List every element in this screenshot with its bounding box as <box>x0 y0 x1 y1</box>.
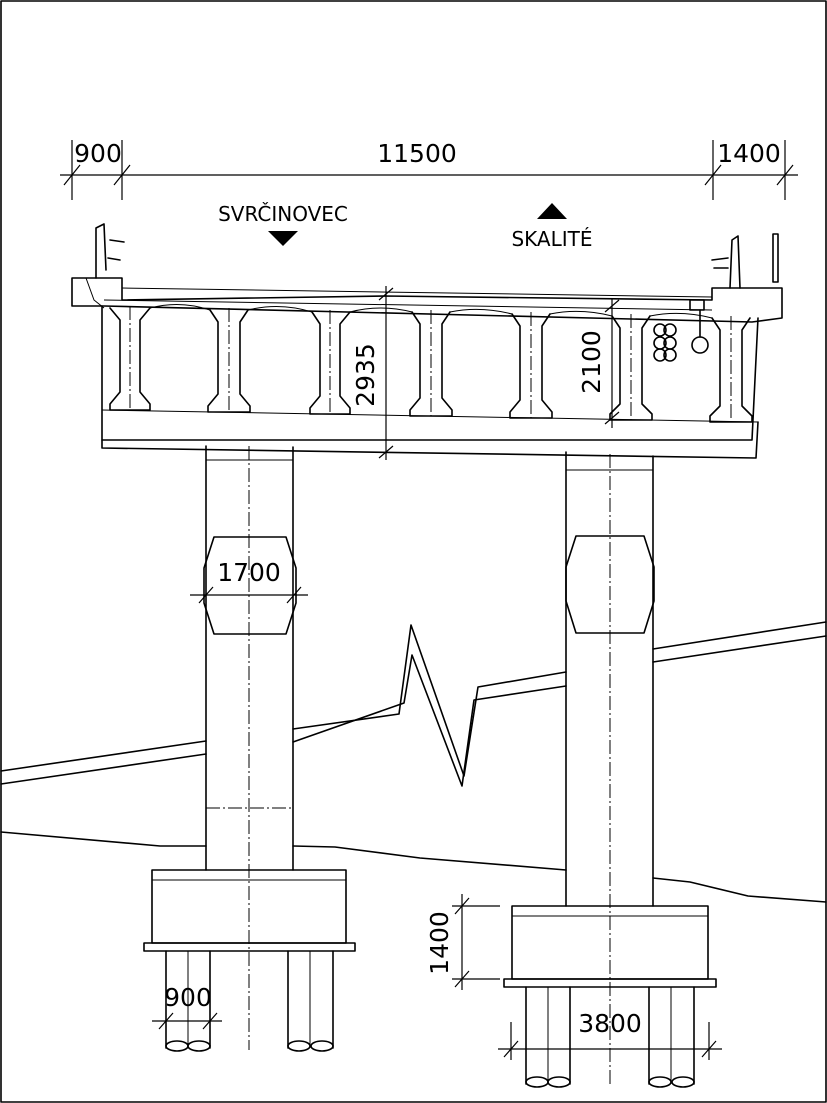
girders <box>101 304 759 441</box>
direction-right-label: SKALITÉ <box>511 227 592 251</box>
dim-pier-depth-a: 2935 <box>351 343 380 407</box>
dim-line-2100 <box>604 298 620 428</box>
pier-crossbeam <box>101 421 759 459</box>
dim-deck-width: 11500 <box>377 139 457 168</box>
right-pier <box>503 451 717 1088</box>
top-dimension-chain <box>60 140 798 200</box>
direction-left-down-triangle <box>268 231 298 246</box>
dim-pile-spacing: 900 <box>164 983 212 1012</box>
direction-right-up-triangle <box>537 203 567 219</box>
dim-right-overhang: 1400 <box>717 139 781 168</box>
dim-line-900-piles <box>152 1012 222 1030</box>
bridge-deck <box>71 223 783 362</box>
dim-line-1400-cap <box>452 894 500 990</box>
dim-pier-depth-b: 2100 <box>577 330 606 394</box>
dim-cap-height: 1400 <box>425 911 454 975</box>
left-pier <box>143 445 356 1052</box>
dim-cap-width: 3800 <box>578 1009 642 1038</box>
dim-line-2935 <box>378 286 394 460</box>
dim-column-width: 1700 <box>217 558 281 587</box>
direction-left-label: SVRČINOVEC <box>218 202 348 226</box>
dim-line-3800 <box>498 1022 722 1060</box>
terrain-lines <box>0 621 827 903</box>
dim-line-1700 <box>190 586 308 604</box>
dim-left-overhang: 900 <box>74 139 122 168</box>
